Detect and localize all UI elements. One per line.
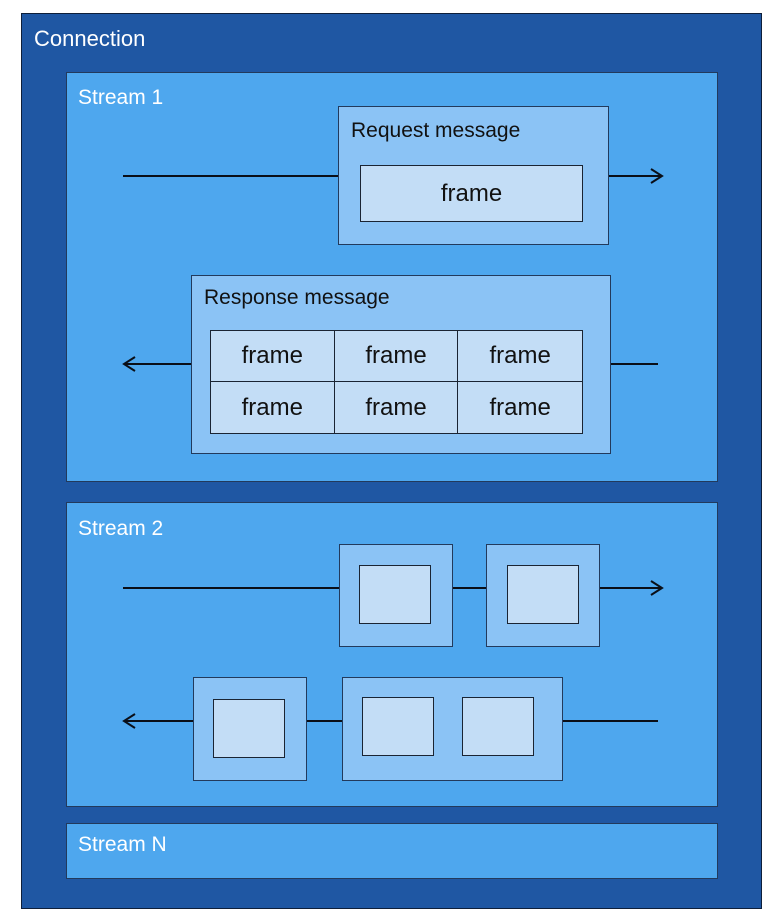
response-frame: frame <box>334 331 459 382</box>
response-frame-grid: frame frame frame frame frame frame <box>210 330 583 434</box>
right-arrowhead-icon <box>650 168 664 184</box>
stream-2-response-frame <box>362 697 434 756</box>
stream-1-label: Stream 1 <box>78 86 164 109</box>
stream-2-response-frame <box>462 697 534 756</box>
connection-label: Connection <box>34 26 146 51</box>
left-arrowhead-icon <box>122 356 136 372</box>
response-frame: frame <box>489 393 551 421</box>
response-frame: frame <box>458 331 582 382</box>
response-frame: frame <box>211 331 335 382</box>
request-message-label: Request message <box>351 119 521 142</box>
response-frame: frame <box>211 382 335 433</box>
stream-2-request-frame <box>507 565 579 624</box>
request-frame: frame <box>360 165 583 222</box>
stream-n-label: Stream N <box>78 833 167 856</box>
stream-2-response-frame <box>213 699 285 758</box>
response-message-label: Response message <box>204 286 390 309</box>
response-frame: frame <box>335 382 459 433</box>
stream-n-box <box>66 823 718 879</box>
stream-2-label: Stream 2 <box>78 517 164 540</box>
left-arrowhead-icon <box>122 713 136 729</box>
right-arrowhead-icon <box>650 580 664 596</box>
stream-2-request-frame <box>359 565 431 624</box>
